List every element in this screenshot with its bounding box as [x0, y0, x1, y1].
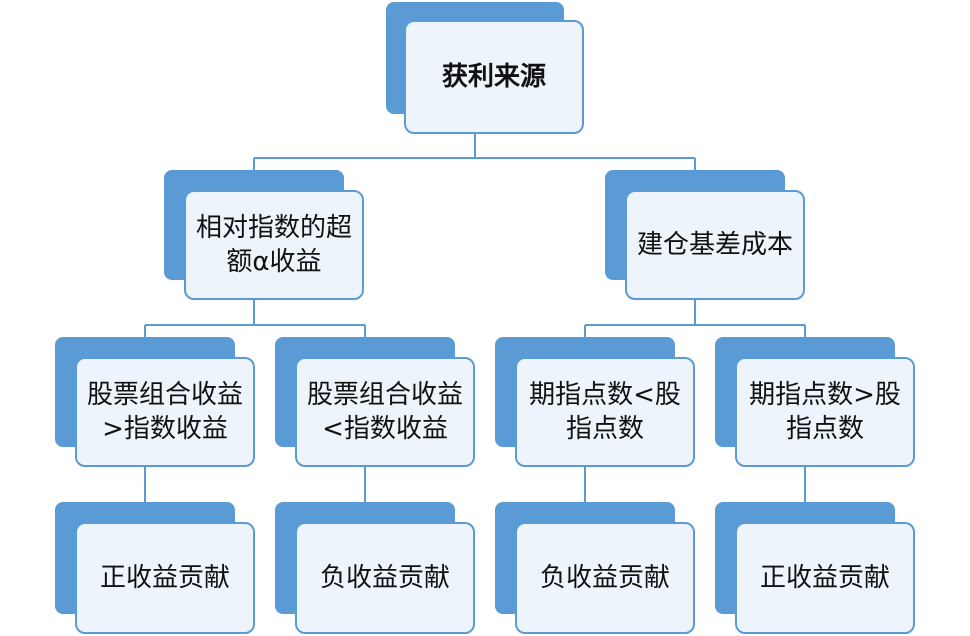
node-label: 期指点数>股指点数 — [735, 357, 915, 467]
root-node-label: 获利来源 — [404, 20, 584, 134]
node-label: 正收益贡献 — [75, 522, 255, 634]
node-label: 期指点数<股指点数 — [515, 357, 695, 467]
node-label: 股票组合收益<指数收益 — [295, 357, 475, 467]
node-label: 建仓基差成本 — [625, 190, 805, 300]
node-label: 负收益贡献 — [295, 522, 475, 634]
node-label: 正收益贡献 — [735, 522, 915, 634]
node-label: 负收益贡献 — [515, 522, 695, 634]
node-label: 股票组合收益>指数收益 — [75, 357, 255, 467]
node-label: 相对指数的超额α收益 — [184, 190, 364, 300]
